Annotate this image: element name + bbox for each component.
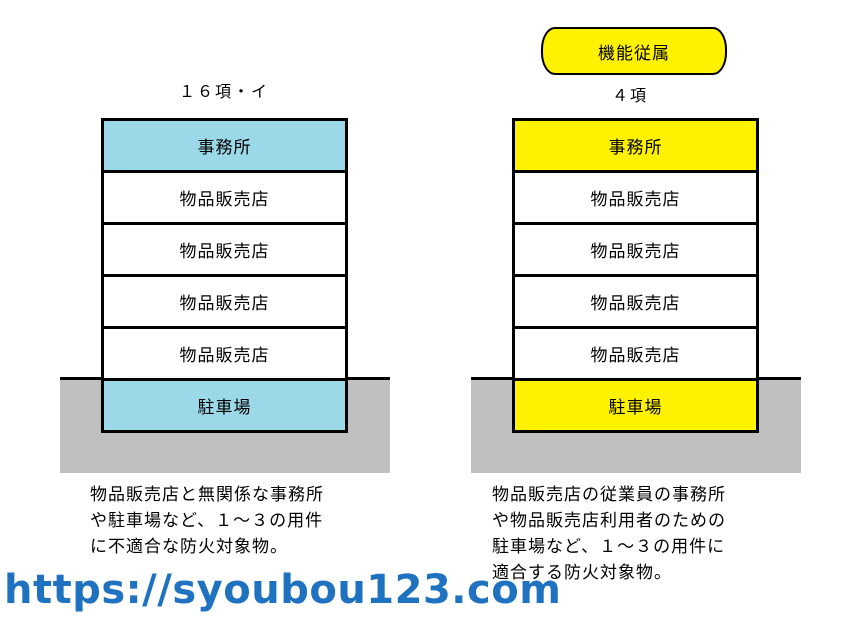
left-floor-store-4: 物品販売店 — [104, 326, 345, 378]
left-floor-office: 事務所 — [104, 121, 345, 170]
right-caption: ４項 — [611, 86, 648, 105]
site-url-watermark: https://syoubou123.com — [4, 567, 562, 613]
left-caption: １６項・イ — [178, 82, 269, 101]
functional-subordinate-badge: 機能従属 — [541, 27, 727, 75]
left-floor-store-1: 物品販売店 — [104, 170, 345, 222]
left-floor-store-3: 物品販売店 — [104, 274, 345, 326]
right-floor-store-4: 物品販売店 — [515, 326, 756, 378]
right-building: 事務所 物品販売店 物品販売店 物品販売店 物品販売店 駐車場 — [512, 118, 759, 433]
right-floor-office: 事務所 — [515, 121, 756, 170]
right-floor-store-1: 物品販売店 — [515, 170, 756, 222]
left-description: 物品販売店と無関係な事務所 や駐車場など、１～３の用件 に不適合な防火対象物。 — [90, 485, 324, 557]
right-floor-parking: 駐車場 — [515, 378, 756, 430]
left-floor-parking: 駐車場 — [104, 378, 345, 430]
right-floor-store-2: 物品販売店 — [515, 222, 756, 274]
left-building: 事務所 物品販売店 物品販売店 物品販売店 物品販売店 駐車場 — [101, 118, 348, 433]
left-floor-store-2: 物品販売店 — [104, 222, 345, 274]
right-floor-store-3: 物品販売店 — [515, 274, 756, 326]
right-description: 物品販売店の従業員の事務所 や物品販売店利用者のための 駐車場など、１～３の用件… — [492, 485, 726, 583]
